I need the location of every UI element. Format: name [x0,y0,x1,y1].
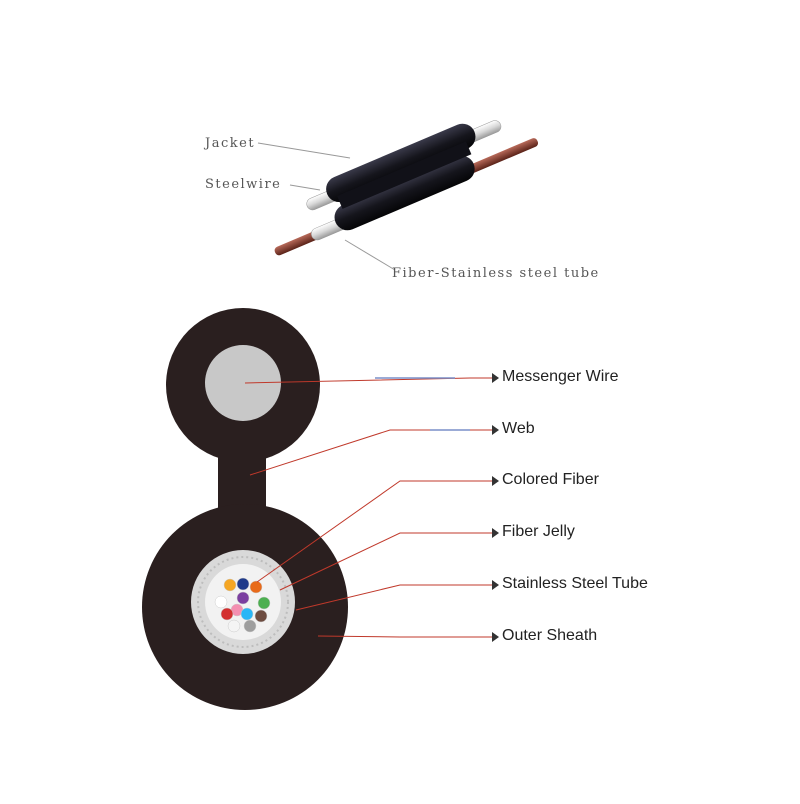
fiber-strand [223,578,237,592]
leader-colored-fiber [256,480,492,583]
jacket-lower [334,155,475,231]
fiber-strand [254,609,268,623]
label-outer-sheath: Outer Sheath [502,627,598,644]
label-web: Web [502,420,535,437]
fiber-strand [236,591,250,605]
fiber-strand [236,577,250,591]
leader-jacket [257,142,351,159]
leader-outer-sheath [317,635,492,638]
fiber-strand [257,596,271,610]
fiber-strand [243,619,257,633]
colored-fibers [214,577,271,633]
leader-steelwire [289,184,321,191]
fiber-strand [240,607,254,621]
jacket-web [337,141,472,209]
leader-stainless-tube [295,584,492,611]
tube-texture [197,556,289,648]
cable-3d-view [257,120,539,271]
jacket-upper [326,123,476,203]
label-fiber-jelly: Fiber Jelly [502,523,575,540]
leader-fiber-jelly [279,532,492,591]
fiber-strand [227,619,241,633]
label-stainless-steel-tube: Stainless Steel Tube [502,575,648,592]
label-jacket: Jacket [205,136,256,151]
leader-messenger-wire [244,377,492,384]
fiber-strand [214,595,228,609]
label-colored-fiber: Colored Fiber [502,471,599,488]
cross-section-leaders [244,377,492,638]
label-messenger-wire: Messenger Wire [502,368,619,385]
fiber-strand [249,580,263,594]
label-steelwire: Steelwire [205,177,282,192]
label-fiber-stainless-tube: Fiber-Stainless steel tube [392,266,600,281]
leader-arrows [492,373,499,642]
leader-fiber-tube [344,239,396,271]
cross-section [142,308,499,710]
messenger-wire-circle [205,345,281,421]
fiber-strand [220,607,234,621]
